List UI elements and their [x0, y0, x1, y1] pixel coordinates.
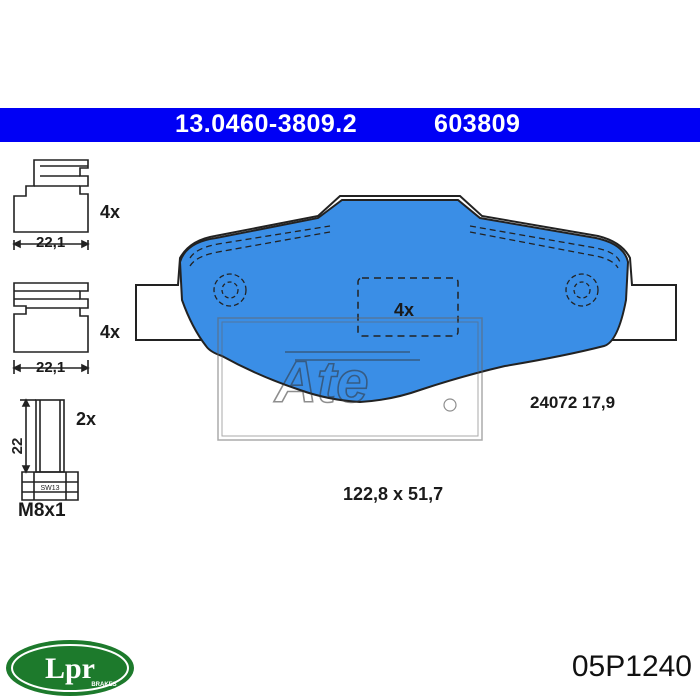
ate-watermark: Ate: [217, 317, 483, 441]
part-number-banner: 13.0460-3809.2 603809: [0, 108, 700, 142]
clip-1-quantity: 4x: [100, 202, 121, 222]
brake-pad-drawing: [135, 195, 677, 404]
bolt-quantity: 2x: [76, 409, 97, 429]
part-number-secondary: 603809: [434, 110, 521, 138]
logo-subtext: BRAKES: [91, 682, 116, 688]
lpr-logo: Lpr BRAKES: [6, 640, 134, 696]
pad-count: 4x: [394, 300, 415, 320]
logo-text: Lpr: [45, 652, 95, 685]
product-code: 05P1240: [571, 650, 692, 683]
bolt-length-label: 22: [9, 438, 26, 455]
clip-drawing-1: [12, 159, 90, 250]
pad-center-marker: [357, 277, 459, 337]
pad-spec: 24072 17,9: [530, 393, 616, 412]
clip-2-quantity: 4x: [100, 322, 121, 342]
bolt-thread: M8x1: [18, 500, 66, 521]
clip-1-width: 22,1: [36, 234, 66, 251]
bolt-wrench-size: SW13: [40, 485, 59, 492]
pad-dimensions: 122,8 x 51,7: [343, 484, 444, 504]
clip-drawing-2: [12, 282, 90, 374]
bolt-drawing: [20, 398, 79, 501]
clip-2-width: 22,1: [36, 359, 66, 376]
part-number-primary: 13.0460-3809.2: [175, 110, 358, 138]
